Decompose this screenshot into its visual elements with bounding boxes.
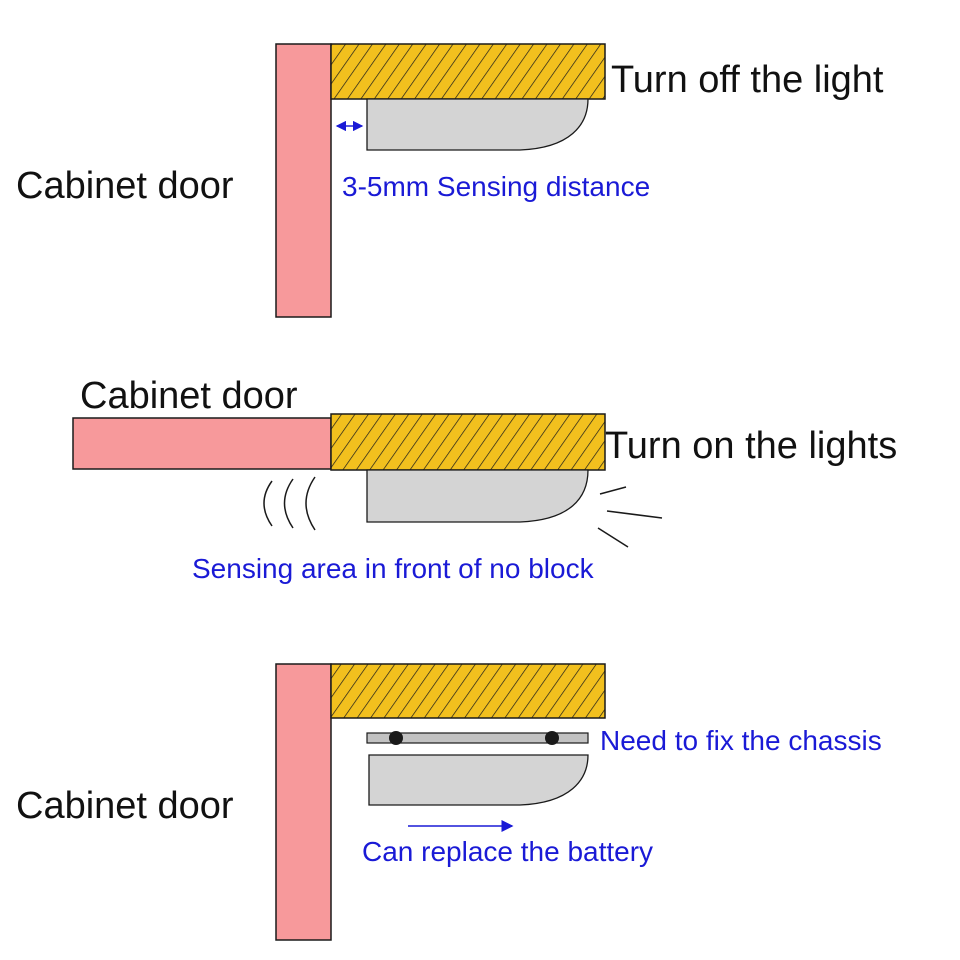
sensor-light-unit — [366, 469, 589, 523]
sensing-distance-label: 3-5mm Sensing distance — [342, 171, 650, 202]
door-label: Cabinet door — [80, 375, 298, 417]
light-rays-icon — [597, 486, 663, 548]
sensing-area-label: Sensing area in front of no block — [192, 553, 595, 584]
cabinet-shelf — [330, 413, 606, 471]
cabinet-door-vertical — [275, 43, 332, 318]
chassis-screw-icon — [545, 731, 559, 745]
cabinet-door-horizontal — [72, 417, 332, 470]
state-label-off: Turn off the light — [611, 59, 884, 101]
door-label: Cabinet door — [16, 785, 234, 827]
sensor-light-unit — [366, 98, 589, 151]
mounting-chassis-plate — [366, 732, 589, 744]
door-label: Cabinet door — [16, 165, 234, 207]
panel-battery-replace: Cabinet door Need to fix the chassis Can… — [16, 663, 882, 941]
state-label-on: Turn on the lights — [605, 425, 897, 467]
cabinet-shelf — [330, 663, 606, 719]
replace-battery-label: Can replace the battery — [362, 836, 653, 867]
panel-door-open: Cabinet door Turn on the lights Sensing … — [72, 375, 897, 584]
panel-door-closed: Cabinet door Turn off the light 3-5mm Se… — [16, 43, 884, 318]
fix-chassis-label: Need to fix the chassis — [600, 725, 882, 756]
chassis-screw-icon — [389, 731, 403, 745]
cabinet-door-vertical — [275, 663, 332, 941]
sensor-light-unit — [368, 754, 589, 806]
sensing-wave-icon — [263, 476, 316, 531]
cabinet-shelf — [330, 43, 606, 100]
